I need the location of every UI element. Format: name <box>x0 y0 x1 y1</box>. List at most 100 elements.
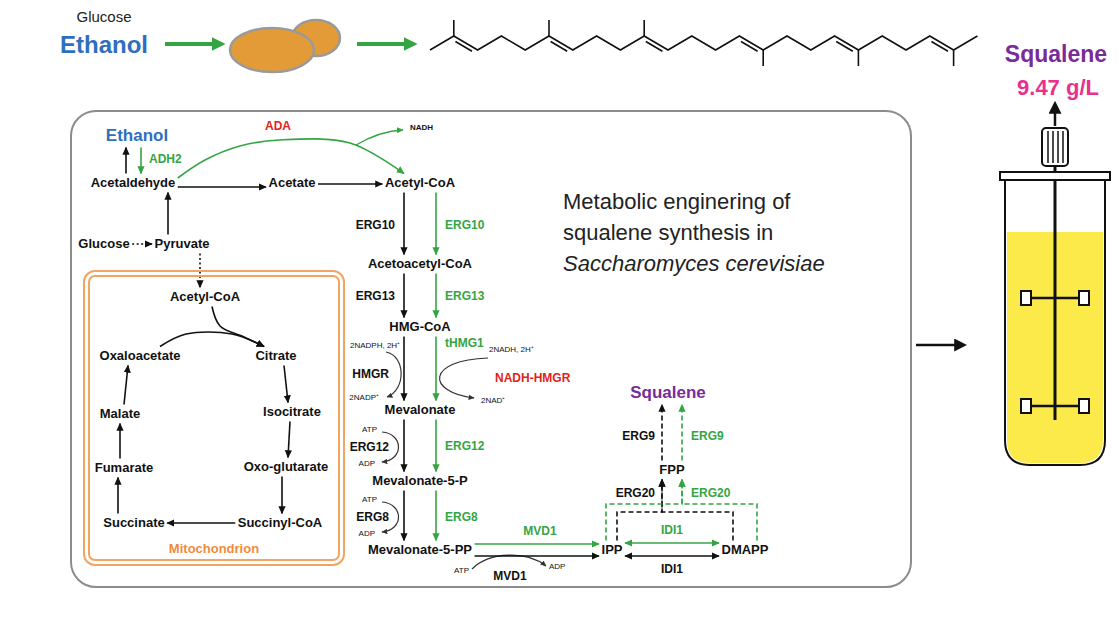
enzyme-label: MVD1 <box>492 569 527 583</box>
reaction-arrow <box>132 243 152 245</box>
output-arrow <box>1054 106 1057 126</box>
reaction-arrow <box>119 424 121 459</box>
enzyme-label: ERG9 <box>621 429 656 443</box>
metabolite-node: Pyruvate <box>154 236 211 252</box>
enzyme-label: ERG9 <box>690 429 725 443</box>
metabolite-node: Squalene <box>629 383 707 403</box>
metabolite-node: Acetyl-CoA <box>384 175 456 191</box>
methyl-bond <box>453 20 455 36</box>
metabolite-name: Pyruvate <box>155 236 210 252</box>
titer-value: 9.47 g/L <box>1016 75 1100 101</box>
impeller-blade <box>1079 399 1089 413</box>
yeast-cell <box>230 28 314 72</box>
reaction-arrow <box>212 307 264 347</box>
reaction-arrow <box>435 420 437 472</box>
enzyme-label: ERG12 <box>444 439 485 453</box>
double-bond <box>646 42 663 52</box>
motor-stripe <box>1057 131 1059 163</box>
reaction-arrow <box>140 148 142 174</box>
impeller-arm <box>1030 297 1080 300</box>
enzyme-label: ERG10 <box>444 218 485 232</box>
feed-arrow <box>165 42 220 46</box>
impeller-blade <box>1079 291 1089 305</box>
enzyme-label: NADH-HMGR <box>494 371 571 385</box>
metabolite-node: Malate <box>99 406 141 422</box>
reaction-arrow <box>625 542 719 544</box>
reaction-arrow <box>284 366 288 403</box>
cofactor-label: ADP <box>358 529 376 539</box>
enzyme-label: ERG20 <box>690 486 731 500</box>
bioreactor <box>1000 128 1110 465</box>
methyl-bond <box>548 20 550 36</box>
cofactor-label: ADP <box>548 562 566 572</box>
motor-stripe <box>1052 131 1054 163</box>
methyl-bond <box>858 50 860 66</box>
cofactor-label: 2NADH, 2H⁺ <box>488 345 535 355</box>
reaction-arrow <box>178 186 266 188</box>
metabolite-node: Oxaloacetate <box>99 348 182 364</box>
reaction-arrow <box>475 543 600 545</box>
metabolite-name: Mevalonate-5-P <box>372 473 467 489</box>
metabolite-name: Mevalonate <box>385 402 456 418</box>
impeller-blade <box>1021 291 1031 305</box>
metabolite-node: Oxo-glutarate <box>243 459 330 475</box>
metabolite-name: Acetaldehyde <box>91 175 176 191</box>
metabolite-node: Succinyl-CoA <box>237 515 324 531</box>
enzyme-label: tHMG1 <box>444 336 485 350</box>
cofactor-label: ATP <box>361 425 378 435</box>
metabolite-name: DMAPP <box>722 542 769 558</box>
enzyme-label: ERG12 <box>349 440 390 454</box>
reaction-arrow <box>160 332 264 347</box>
cofactor-label: 2NADP⁺ <box>348 393 380 403</box>
stirrer-shaft <box>1054 180 1057 420</box>
reaction-arrow <box>661 405 663 461</box>
reaction-arrow <box>435 193 437 255</box>
stirrer-shaft <box>1054 166 1057 172</box>
metabolite-node: Citrate <box>254 348 297 364</box>
metabolite-name: Malate <box>100 406 140 422</box>
substrate-label: Ethanol <box>59 31 149 60</box>
metabolite-name: Ethanol <box>106 126 168 146</box>
reaction-arrow <box>682 480 757 541</box>
reaction-arrow <box>403 491 405 541</box>
methyl-bond <box>643 20 645 36</box>
double-bond <box>931 42 948 52</box>
product-arrow <box>357 42 412 46</box>
metabolite-node: FPP <box>658 462 685 478</box>
compartment-label: Mitochondrion <box>169 541 259 556</box>
metabolite-name: Succinate <box>103 515 164 531</box>
reaction-arrow <box>435 274 437 318</box>
metabolite-name: Isocitrate <box>263 404 321 420</box>
reaction-arrow <box>281 477 283 514</box>
cofactor-label: ADP <box>358 459 376 469</box>
enzyme-label: ADA <box>264 119 292 133</box>
substrate-label: Glucose <box>75 8 132 26</box>
methyl-bond <box>762 50 764 66</box>
impeller-arm <box>1030 405 1080 408</box>
panel-caption: Saccharomyces cerevisiae <box>563 248 910 279</box>
reaction-arrow <box>625 555 719 557</box>
enzyme-label: IDI1 <box>660 523 684 537</box>
metabolite-name: IPP <box>602 542 623 558</box>
cofactor-arc <box>440 358 488 398</box>
cofactor-branch <box>356 130 403 145</box>
metabolite-node: Mevalonate <box>384 402 457 418</box>
reaction-arrow <box>117 478 119 514</box>
enzyme-label: MVD1 <box>522 524 557 538</box>
metabolite-name: Succinyl-CoA <box>238 515 323 531</box>
enzyme-label: ERG8 <box>444 510 479 524</box>
metabolite-name: Mevalonate-5-PP <box>368 542 472 558</box>
metabolite-node: Glucose <box>77 236 130 252</box>
metabolite-node: Fumarate <box>94 460 155 476</box>
process-arrow <box>916 344 962 347</box>
metabolite-name: Citrate <box>255 348 296 364</box>
carbon-chain <box>430 36 977 50</box>
enzyme-label: ERG8 <box>355 510 390 524</box>
metabolite-name: Acetyl-CoA <box>385 175 455 191</box>
metabolite-name: Acetyl-CoA <box>170 289 240 305</box>
reaction-arrow <box>167 193 169 235</box>
double-bond <box>741 42 758 52</box>
metabolite-name: Oxaloacetate <box>100 348 181 364</box>
cofactor-label: 2NADPH, 2H⁺ <box>349 341 401 351</box>
